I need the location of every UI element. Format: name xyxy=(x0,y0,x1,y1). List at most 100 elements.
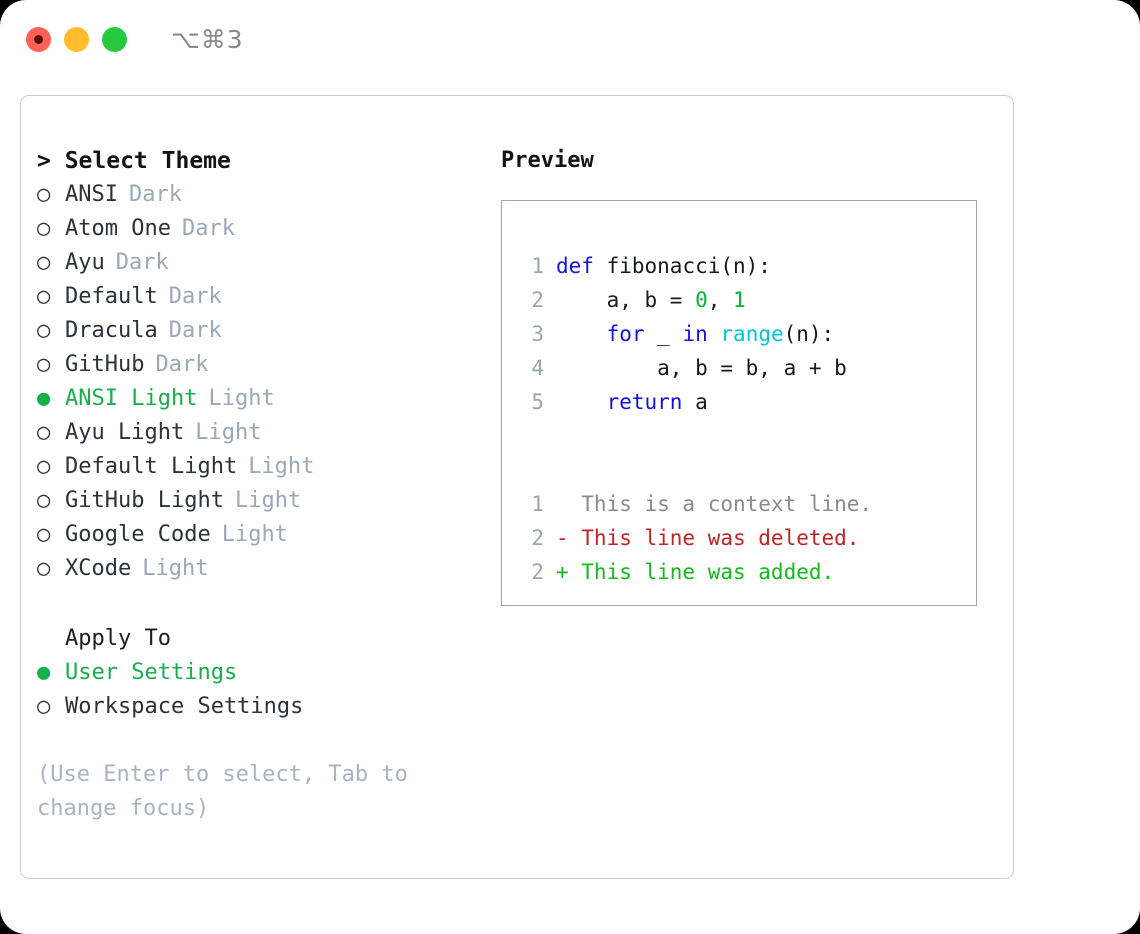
preview-panel: Preview 1 def fibonacci(n): 2 a, b = 0, … xyxy=(501,144,991,606)
token-function: range xyxy=(720,322,784,346)
token-keyword: return xyxy=(606,390,683,414)
line-number: 2 xyxy=(531,288,544,312)
radio-selected-icon: ● xyxy=(37,386,51,411)
radio-unselected-icon: ○ xyxy=(37,488,51,513)
theme-option-ayu[interactable]: ○ Ayu Dark xyxy=(37,246,487,280)
close-button[interactable] xyxy=(26,26,51,52)
token-plain: fibonacci(n): xyxy=(593,254,771,278)
code-content: a, b = b, a + b xyxy=(544,351,847,385)
theme-option-default[interactable]: ○ Default Dark xyxy=(37,280,487,314)
radio-unselected-icon: ○ xyxy=(37,694,51,719)
apply-to-option-label: Workspace Settings xyxy=(65,694,304,719)
theme-option-github-light[interactable]: ○ GitHub Light Light xyxy=(37,484,487,518)
line-number: 3 xyxy=(531,322,544,346)
line-number: 5 xyxy=(531,390,544,414)
theme-option-dracula[interactable]: ○ Dracula Dark xyxy=(37,314,487,348)
theme-list: ○ ANSI Dark ○ Atom One Dark ○ A xyxy=(37,178,487,586)
theme-option-ansi-light[interactable]: ● ANSI Light Light xyxy=(37,382,487,416)
token-plain: a, b = xyxy=(556,288,696,312)
theme-picker-heading: > Select Theme xyxy=(37,148,231,174)
line-number: 4 xyxy=(531,356,544,380)
code-line: 4 a, b = b, a + b xyxy=(520,351,976,385)
line-number: 1 xyxy=(531,492,544,516)
token-plain: a, b = b, a + b xyxy=(556,356,847,380)
theme-option-label: GitHub Light xyxy=(65,488,224,513)
theme-option-badge: Light xyxy=(208,386,275,411)
token-plain xyxy=(556,390,607,414)
radio-unselected-icon: ○ xyxy=(37,216,51,241)
radio-unselected-icon: ○ xyxy=(37,420,51,445)
radio-unselected-icon: ○ xyxy=(37,182,51,207)
radio-unselected-icon: ○ xyxy=(37,454,51,479)
diff-line-added: 2 + This line was added. xyxy=(520,555,976,589)
diff-content: + This line was added. xyxy=(556,560,835,584)
preview-heading: Preview xyxy=(501,148,594,173)
code-line: 5 return a xyxy=(520,385,976,419)
line-number: 2 xyxy=(531,526,544,550)
theme-option-label: ANSI xyxy=(65,182,118,207)
token-keyword: for xyxy=(606,322,645,346)
theme-option-label: ANSI Light xyxy=(65,386,198,411)
theme-option-label: Default xyxy=(65,284,158,309)
diff-content: This is a context line. xyxy=(556,492,873,516)
theme-option-xcode[interactable]: ○ XCode Light xyxy=(37,552,487,586)
theme-option-ayu-light[interactable]: ○ Ayu Light Light xyxy=(37,416,487,450)
radio-unselected-icon: ○ xyxy=(37,284,51,309)
theme-option-badge: Dark xyxy=(168,284,222,309)
apply-to-option-label: User Settings xyxy=(65,660,238,685)
code-spacer xyxy=(520,453,976,487)
token-plain: _ xyxy=(644,322,683,346)
theme-option-label: Default Light xyxy=(65,454,238,479)
theme-option-badge: Light xyxy=(234,488,302,513)
keyboard-hint-text: (Use Enter to select, Tab to change focu… xyxy=(37,762,422,821)
code-line: 1 def fibonacci(n): xyxy=(520,249,976,283)
maximize-button[interactable] xyxy=(102,26,127,52)
theme-option-default-light[interactable]: ○ Default Light Light xyxy=(37,450,487,484)
radio-unselected-icon: ○ xyxy=(37,318,51,343)
theme-option-atom-one[interactable]: ○ Atom One Dark xyxy=(37,212,487,246)
token-keyword: def xyxy=(556,254,594,278)
code-line: 2 a, b = 0, 1 xyxy=(520,283,976,317)
radio-unselected-icon: ○ xyxy=(37,556,51,581)
theme-option-badge: Dark xyxy=(155,352,209,377)
window-controls xyxy=(26,26,127,52)
theme-option-label: Atom One xyxy=(65,216,171,241)
token-plain: a xyxy=(682,390,708,414)
token-plain: , xyxy=(707,288,734,312)
apply-to-option-user-settings[interactable]: ● User Settings xyxy=(37,656,487,690)
diff-line-deleted: 2 - This line was deleted. xyxy=(520,521,976,555)
token-plain: (n): xyxy=(783,322,835,346)
diff-content: - This line was deleted. xyxy=(556,526,860,550)
window-titlebar: ⌥⌘3 xyxy=(0,0,1140,78)
minimize-button[interactable] xyxy=(64,26,89,52)
theme-option-label: GitHub xyxy=(65,352,145,377)
code-line: 3 for _ in range(n): xyxy=(520,317,976,351)
preview-code-box: 1 def fibonacci(n): 2 a, b = 0, 1 3 for … xyxy=(501,200,977,606)
theme-option-label: Dracula xyxy=(65,318,158,343)
token-keyword: in xyxy=(682,322,708,346)
line-number: 1 xyxy=(531,254,544,278)
token-plain xyxy=(708,322,721,346)
apply-to-heading: Apply To xyxy=(65,626,171,651)
apply-to-option-workspace-settings[interactable]: ○ Workspace Settings xyxy=(37,690,487,724)
settings-card: > Select Theme ○ ANSI Dark ○ Atom One Da… xyxy=(20,95,1014,879)
theme-option-badge: Dark xyxy=(115,250,169,275)
theme-option-badge: Light xyxy=(248,454,315,479)
theme-option-github[interactable]: ○ GitHub Dark xyxy=(37,348,487,382)
theme-option-label: Ayu Light xyxy=(65,420,185,445)
apply-to-group: Apply To ● User Settings ○ Workspace Set… xyxy=(37,622,487,724)
theme-option-google-code[interactable]: ○ Google Code Light xyxy=(37,518,487,552)
radio-unselected-icon: ○ xyxy=(37,352,51,377)
theme-option-ansi[interactable]: ○ ANSI Dark xyxy=(37,178,487,212)
theme-option-badge: Dark xyxy=(181,216,235,241)
theme-option-badge: Light xyxy=(142,556,209,581)
diff-line-context: 1 This is a context line. xyxy=(520,487,976,521)
code-content: for _ in range(n): xyxy=(544,317,835,351)
theme-option-badge: Light xyxy=(221,522,288,547)
theme-option-badge: Light xyxy=(195,420,262,445)
code-content: a, b = 0, 1 xyxy=(544,283,746,317)
theme-option-badge: Dark xyxy=(128,182,182,207)
theme-option-label: Ayu xyxy=(65,250,105,275)
code-spacer xyxy=(520,419,976,453)
